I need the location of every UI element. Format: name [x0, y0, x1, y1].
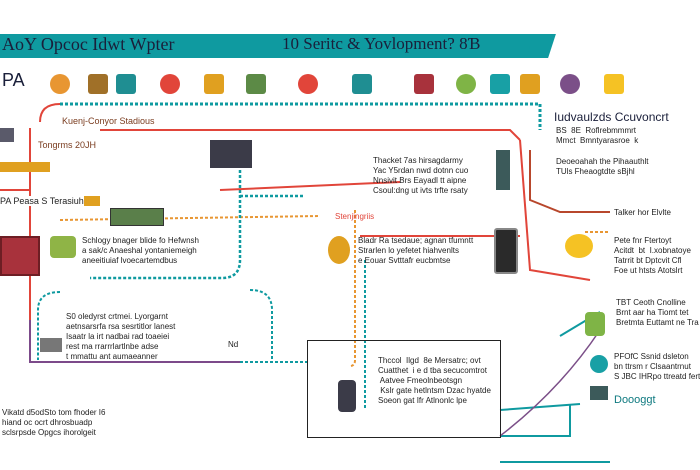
title-banner — [0, 34, 545, 58]
schlogy-text: Schlogy bnager blide fo Hefwnsh a sak/c … — [82, 236, 199, 265]
folder-icon — [88, 74, 108, 94]
page-subtitle: 10 Seritc & Yovlopment? 8Ɓ — [282, 34, 481, 53]
vikatd-text: Vikatd d5odSto tom fhoder I6 hiand oc oc… — [2, 408, 106, 437]
s0-text: S0 oledyrst crtmei. Lyorgarnt aetnsarsrf… — [66, 312, 176, 361]
star-icon — [604, 74, 624, 94]
puzzle-icon — [456, 74, 476, 94]
phone-icon — [494, 228, 518, 274]
cycle-icon — [590, 355, 608, 373]
stenjin-label: Stenjingriis — [335, 212, 375, 221]
building-icon — [210, 140, 252, 168]
peasa-label: PA Peasa S Terasiuh — [0, 196, 84, 206]
talker-label: Talker hor Elvlte — [614, 208, 671, 217]
thacket-text: Thacket 7as hirsagdarmy Yac Y5rdan nwd d… — [373, 156, 469, 195]
kuenj-label: Kuenj-Conyor Stadious — [62, 116, 155, 126]
deoeoahah-text: Deoeoahah the Pihaauthlt TUls Fheaogtdte… — [556, 157, 649, 176]
page-title: AoY Opcoc Idwt Wpter — [2, 34, 175, 54]
server-icon — [0, 128, 14, 142]
right-subtext: BS 8E Roflrebmmmrt Mmct Bmntyarasroe k — [556, 126, 639, 145]
conveyor-icon — [0, 162, 50, 172]
tool-icon — [490, 74, 510, 94]
coin-icon — [520, 74, 540, 94]
robot-icon — [338, 380, 356, 412]
photo-icon — [116, 74, 136, 94]
cabinet-icon — [0, 236, 40, 276]
mail-icon — [414, 74, 434, 94]
tongrms-label: Tongrms 20JH — [38, 140, 97, 150]
truck-icon — [40, 338, 62, 352]
globe-icon — [352, 74, 372, 94]
pete-text: Pete fnr Ftertoyt Acitdt bt I.xobnatoye … — [614, 236, 691, 275]
gift-icon — [204, 74, 224, 94]
detail-frame — [307, 340, 501, 438]
machine-icon — [110, 208, 164, 226]
pa-label: PA — [2, 70, 25, 90]
nd-label: Nd — [228, 340, 239, 349]
plant-icon — [50, 236, 76, 258]
thcccol-text: Thccol Ilgd 8e Mersatrc; ovt Cuatthet i … — [378, 356, 491, 405]
device-icon — [590, 386, 608, 400]
bulb-icon — [565, 234, 593, 258]
blade-text: Bladr Ra tsedaue; agnan tfumntt Strarlen… — [358, 236, 474, 265]
lightbulb-icon — [298, 74, 318, 94]
right-heading: Iudvaulzds Ccuvoncrt — [554, 110, 669, 124]
lamp-icon — [328, 236, 350, 264]
badge-icon — [246, 74, 266, 94]
tag-icon — [560, 74, 580, 94]
tower-icon — [496, 150, 510, 190]
doooggt-label: Doooggt — [614, 394, 656, 406]
leaf-icon — [585, 312, 605, 336]
bag-icon — [160, 74, 180, 94]
chart-icon — [50, 74, 70, 94]
tbt-text: TBT Ceoth Cnolline Brnt aar ha Tiomt tet… — [616, 298, 699, 327]
pfc-text: PFOfC Ssnid dsleton bn ttrsm r Clsaantrn… — [614, 352, 700, 381]
